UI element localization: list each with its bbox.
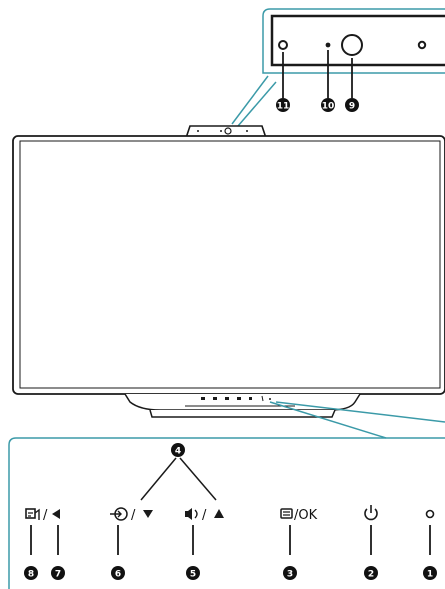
input-down-button[interactable]: / xyxy=(110,507,153,523)
callout-6: 6 xyxy=(115,570,121,580)
callout-4: 4 xyxy=(175,447,181,457)
stand-neck xyxy=(149,409,336,418)
speaker-icon xyxy=(185,508,192,520)
power-icon xyxy=(364,508,378,521)
triangle-up-icon xyxy=(214,509,224,518)
sensor-icon xyxy=(278,40,288,50)
menu-ok-button[interactable]: /OK xyxy=(280,508,318,523)
callout-1: 1 xyxy=(427,570,433,580)
triangle-left-icon xyxy=(52,509,60,519)
ok-label: /OK xyxy=(294,508,318,523)
indicator-light-icon xyxy=(325,42,331,48)
callout-2: 2 xyxy=(368,570,374,580)
callout-11: 11 xyxy=(277,102,290,112)
control-strip xyxy=(201,395,271,402)
power-indicator-icon xyxy=(425,509,435,519)
webcam-icon xyxy=(341,34,363,56)
menu-icon xyxy=(280,508,293,519)
callout-10: 10 xyxy=(322,102,335,112)
callout-3: 3 xyxy=(287,570,293,580)
webcam-zoom-panel: 11 10 9 xyxy=(231,8,445,127)
callout-8: 8 xyxy=(28,570,34,580)
power-button[interactable] xyxy=(364,505,378,521)
controls-zoom-panel: 4 / 8 7 / 6 / xyxy=(8,437,445,589)
slash-separator: / xyxy=(43,508,48,523)
settings-left-button[interactable]: / xyxy=(25,508,60,523)
volume-up-button[interactable]: / xyxy=(185,508,224,523)
triangle-down-icon xyxy=(143,510,153,518)
callout-7: 7 xyxy=(55,570,61,580)
monitor xyxy=(12,125,445,439)
callout-9: 9 xyxy=(349,102,355,112)
microphone-icon xyxy=(417,40,427,50)
slash-separator: / xyxy=(202,508,207,523)
slash-separator: / xyxy=(131,508,136,523)
monitor-screen xyxy=(19,140,441,389)
callout-5: 5 xyxy=(190,570,196,580)
